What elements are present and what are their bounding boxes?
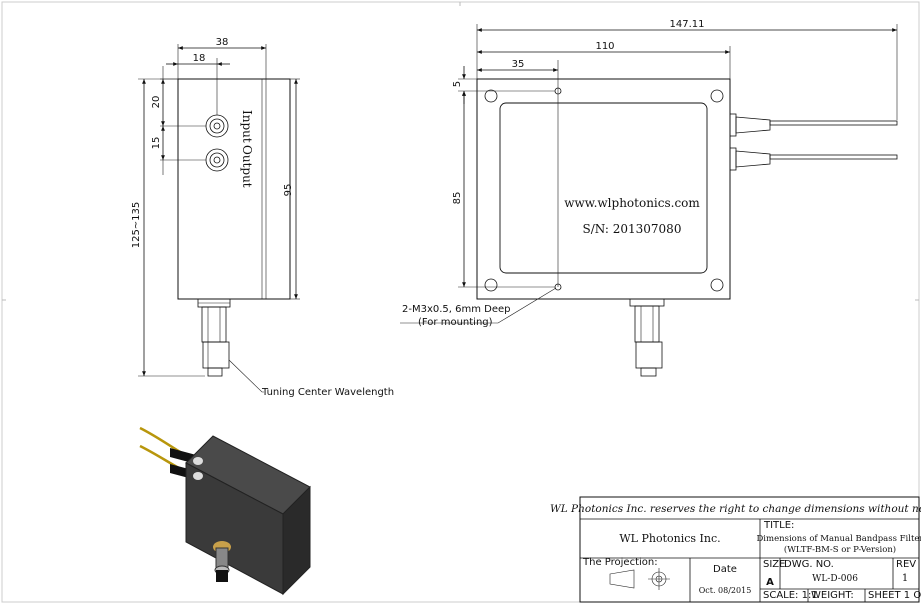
notice: WL Photonics Inc. reserves the right to … — [550, 503, 921, 515]
date-value: Oct. 08/2015 — [699, 586, 752, 595]
dim-length: 110 — [595, 41, 614, 52]
sheet-label: SHEET 1 OF 1 — [868, 590, 921, 601]
rev-value: 1 — [902, 573, 908, 584]
side-view: Input Output 38 18 20 15 125~135 95 — [131, 37, 394, 398]
output-port — [205, 148, 229, 172]
company-name: WL Photonics Inc. — [619, 532, 720, 545]
tuning-knob — [197, 298, 231, 377]
dwg-label: DWG. NO. — [784, 559, 834, 570]
projection-symbol — [609, 568, 670, 590]
tuning-knob-top — [629, 298, 665, 377]
iso-right-face — [282, 485, 311, 596]
drawing-title-line2: (WLTF-BM-S or P-Version) — [784, 544, 896, 555]
top-view-body — [476, 78, 731, 300]
fiber-connector-input — [729, 113, 898, 137]
side-view-body — [177, 78, 291, 300]
title-label: TITLE: — [763, 520, 794, 531]
dwg-number: WL-D-006 — [812, 574, 858, 584]
corner-hole-tr — [710, 89, 724, 103]
fiber-connector-output — [729, 147, 898, 171]
scale-label: SCALE: 1:1 — [763, 590, 818, 601]
dim-height: 95 — [283, 184, 294, 197]
projection-label: The Projection: — [582, 557, 658, 568]
weight-label: WEIGHT: — [811, 590, 854, 601]
rev-label: REV — [896, 559, 916, 570]
dim-hole-x: 35 — [512, 59, 525, 70]
serial-label: S/N: 201307080 — [583, 222, 682, 236]
dim-overall: 147.11 — [670, 19, 705, 30]
size-label: SIZE — [763, 559, 785, 570]
tuning-callout: Tuning Center Wavelength — [261, 387, 394, 398]
dim-center: 18 — [193, 53, 206, 64]
corner-hole-br — [710, 278, 724, 292]
top-view: www.wlphotonics.com S/N: 201307080 147.1… — [400, 19, 898, 377]
dim-total-length: 125~135 — [131, 202, 142, 249]
isometric-view — [139, 426, 311, 596]
dim-hole-spacing: 85 — [452, 192, 463, 205]
dim-width: 38 — [216, 37, 229, 48]
dim-top: 20 — [151, 96, 162, 109]
top-view-label-area — [499, 102, 708, 274]
output-label: Output — [240, 145, 254, 188]
dim-hole-y: 5 — [452, 81, 463, 87]
input-label: Input — [240, 110, 254, 143]
dim-spacing: 15 — [151, 137, 162, 150]
date-label: Date — [713, 564, 737, 575]
title-block: WL Photonics Inc. reserves the right to … — [550, 496, 921, 603]
mount-callout-line1: 2-M3x0.5, 6mm Deep — [402, 304, 511, 315]
drawing-title-line1: Dimensions of Manual Bandpass Filter — [756, 534, 921, 544]
corner-hole-bl — [484, 278, 498, 292]
corner-hole-tl — [484, 89, 498, 103]
mount-callout-line2: (For mounting) — [418, 317, 493, 328]
size-value: A — [766, 577, 774, 588]
website-label: www.wlphotonics.com — [564, 196, 700, 210]
